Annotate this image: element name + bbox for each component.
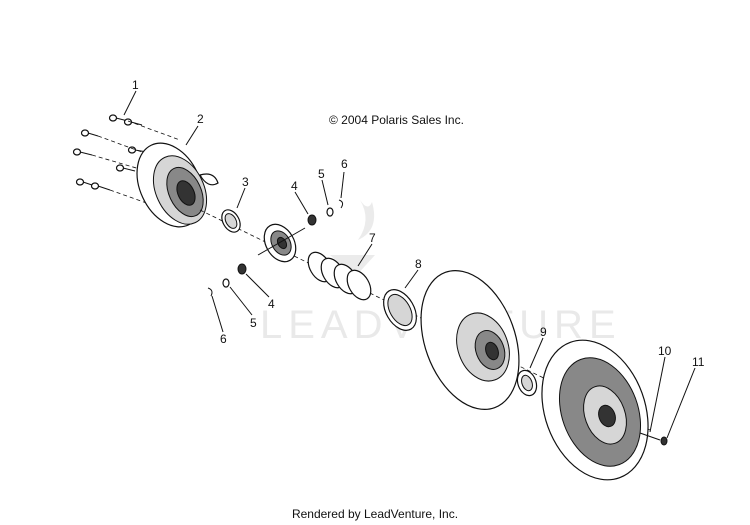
callout-1: 1 [132,78,139,92]
bolts-items-10-11 [639,432,668,446]
callout-4: 4 [291,179,298,193]
outer-sheave [541,339,649,481]
callout-6: 6 [341,157,348,171]
callout-3: 3 [242,175,249,189]
washer-item-9 [516,369,538,397]
callout-5-lower: 5 [250,316,257,330]
bearing-assembly [257,223,306,263]
footer-credit: Rendered by LeadVenture, Inc. [291,507,459,521]
sheave-disc [420,270,520,410]
callout-4-lower: 4 [268,297,275,311]
callout-6-lower: 6 [220,332,227,346]
callout-9: 9 [540,325,547,339]
hardware-upper [307,199,344,226]
ring-item-3 [221,209,241,233]
cover-item-2 [136,142,219,228]
screws-item-1 [72,114,181,207]
ring-item-8 [383,289,417,331]
hardware-lower [207,263,247,297]
callout-11: 11 [692,355,705,369]
callout-5: 5 [318,167,325,181]
callout-10: 10 [658,344,672,358]
copyright-text: © 2004 Polaris Sales Inc. [329,113,464,127]
spring-item-7 [307,251,372,301]
callout-2: 2 [197,112,204,126]
leader-lines [123,90,696,439]
callout-7: 7 [369,231,376,245]
callout-numbers: 1 2 3 4 5 6 7 8 9 10 11 4 5 6 [132,78,705,369]
callout-8: 8 [415,257,422,271]
